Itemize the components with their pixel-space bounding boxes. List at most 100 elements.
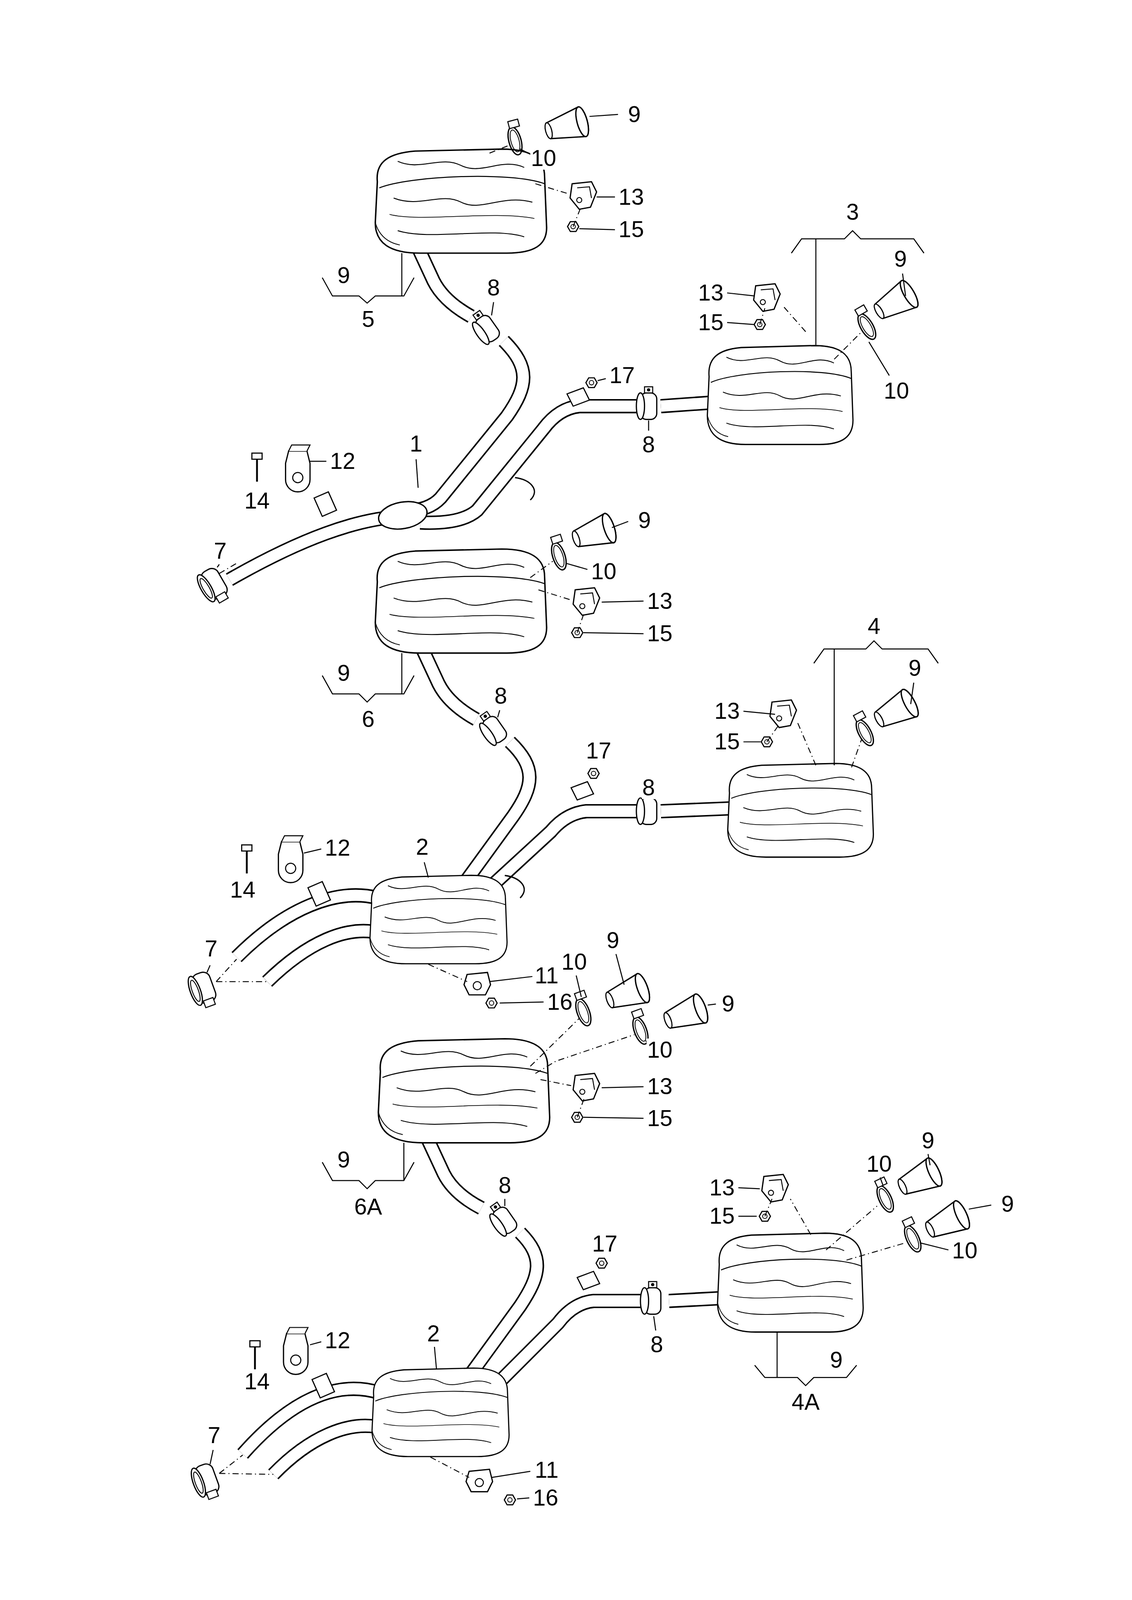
muffler (378, 1038, 550, 1143)
pipe-outline (229, 236, 737, 1474)
hanger-bracket (465, 1468, 493, 1491)
fastener (571, 627, 584, 637)
callout-number: 9 (908, 656, 922, 680)
fastener (249, 1340, 260, 1370)
callout-number: 15 (646, 621, 673, 645)
callout-number: 14 (243, 489, 271, 512)
leader-line (596, 196, 616, 198)
leader-line (727, 292, 755, 296)
leader-line (879, 1177, 884, 1186)
pipe-clamp (185, 307, 661, 1502)
hanger-bracket (278, 835, 304, 883)
callout-number: 10 (561, 950, 588, 973)
muffler (717, 1232, 864, 1332)
assembly-axis (765, 1198, 773, 1216)
callout-number: 10 (865, 1152, 893, 1175)
callout-number: 17 (609, 363, 636, 387)
group-bracket (401, 652, 403, 694)
tailpipe-tip (893, 1155, 946, 1202)
callout-number: 9 (1000, 1192, 1015, 1215)
callout-number: 16 (546, 990, 574, 1014)
leader-line (910, 682, 915, 704)
pipe-clamp (185, 969, 219, 1011)
callout-number: 4A (791, 1390, 821, 1413)
leader-line (928, 1153, 931, 1165)
leader-line (520, 149, 529, 154)
hanger-bracket (285, 444, 311, 492)
leader-line (497, 709, 500, 718)
pipe-clamp (640, 1281, 662, 1314)
assembly-axis (530, 1018, 579, 1066)
tailpipe-tip (601, 971, 653, 1015)
assembly-axis (489, 144, 511, 154)
tailpipe-tip (868, 278, 922, 326)
callout-number: 12 (324, 1328, 352, 1352)
fastener (504, 1494, 516, 1505)
assembly-axis (790, 1198, 812, 1235)
muffler (727, 763, 874, 857)
pipe-clamp (483, 1199, 520, 1238)
leader-line (576, 975, 582, 997)
leader-line (589, 114, 619, 117)
callout-number: 15 (697, 310, 724, 334)
pipe-fill (273, 1425, 385, 1474)
callout-number: 10 (883, 379, 910, 403)
assembly-axis (759, 308, 766, 325)
fastener (241, 221, 773, 1505)
callout-number: 15 (646, 1106, 673, 1130)
leader-line (434, 1346, 437, 1369)
mounting-plate (571, 781, 594, 800)
pipe-outline (273, 1425, 385, 1474)
leader-line (743, 740, 761, 742)
hanger-bracket (464, 971, 491, 995)
callout-number: 2 (426, 1321, 441, 1345)
leader-line (583, 1116, 644, 1118)
pipe-fill (661, 807, 737, 812)
callout-number: 10 (646, 1038, 673, 1061)
assembly-axis (783, 305, 806, 332)
leader-line (310, 1341, 322, 1345)
callout-number: 8 (650, 1332, 664, 1356)
group-bracket (322, 1161, 414, 1189)
pipe-clamp (194, 565, 233, 608)
leader-line (491, 1470, 531, 1477)
assembly-axis (577, 1097, 585, 1117)
leader-line (738, 1187, 760, 1189)
group-bracket (322, 675, 414, 702)
hanger-bracket (283, 1326, 309, 1374)
assembly-axis (219, 1472, 274, 1474)
callout-number: 8 (641, 775, 656, 799)
group-bracket (833, 648, 835, 766)
leader-line (504, 1198, 506, 1206)
pipe-fill (229, 236, 737, 1474)
fastener (588, 768, 600, 778)
callout-number: 9 (921, 1128, 936, 1152)
hanger-bracket (573, 587, 600, 616)
callout-number: 16 (532, 1485, 559, 1509)
leader-line (491, 301, 494, 316)
callout-number: 13 (708, 1175, 736, 1199)
leader-line (217, 563, 219, 568)
assembly-axis (577, 611, 585, 633)
mounting-plate (308, 387, 600, 1398)
pipe-fill (267, 930, 383, 982)
leader-line (516, 1497, 530, 1499)
y-junction (504, 875, 525, 898)
callout-number: 8 (641, 433, 656, 456)
fastener (241, 844, 252, 874)
tailpipe-tip (568, 511, 619, 554)
callout-number: 9 (721, 992, 735, 1015)
fastener (585, 377, 598, 388)
callout-number: 8 (486, 276, 501, 300)
tailpipe-tip (869, 687, 922, 734)
leader-line (597, 378, 606, 381)
assembly-axis (216, 980, 268, 982)
pipe-fill (497, 1300, 641, 1383)
hanger-bracket (761, 1173, 789, 1202)
callout-number: 12 (324, 836, 352, 859)
assembly-axis (219, 1454, 243, 1473)
callout-number: 17 (585, 739, 612, 762)
mounting-plate (314, 491, 337, 517)
